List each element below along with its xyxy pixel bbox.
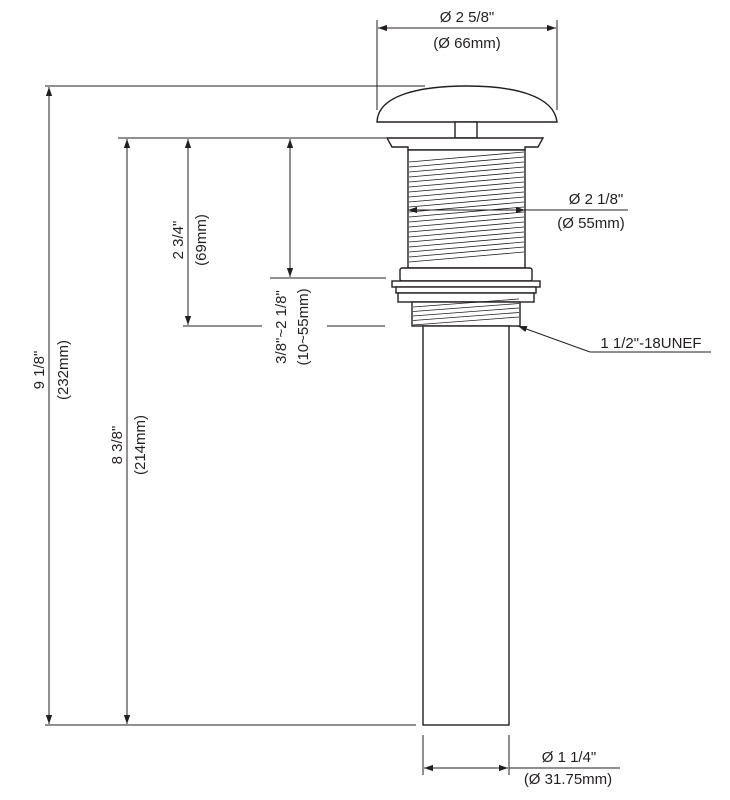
- body-diameter-imperial: Ø 2 1/8": [569, 191, 624, 208]
- thread-line: [408, 161, 525, 173]
- tail-pipe: [422, 325, 510, 726]
- pipe-diameter-imperial: Ø 1 1/4": [542, 749, 597, 766]
- washer-top: [391, 280, 541, 288]
- thread-line: [408, 196, 525, 208]
- body-threads: [408, 151, 525, 263]
- thread-line: [408, 246, 525, 258]
- thread-line: [408, 156, 525, 168]
- total-height-metric: (232mm): [55, 340, 72, 400]
- thread-line: [408, 171, 525, 183]
- thread-spec-label: 1 1/2"-18UNEF: [600, 335, 701, 352]
- washer-middle: [395, 286, 537, 294]
- cap-stem: [454, 121, 478, 139]
- body-flange: [385, 137, 545, 151]
- drain-cap: [376, 85, 558, 123]
- thread-line: [408, 251, 525, 263]
- thread-line: [408, 231, 525, 243]
- body-diameter-metric: (Ø 55mm): [557, 215, 625, 232]
- thread-line: [408, 221, 525, 233]
- lower-threads: [412, 298, 520, 326]
- cap-diameter-metric: (Ø 66mm): [433, 35, 501, 52]
- thread-line: [408, 181, 525, 193]
- thread-line: [408, 241, 525, 253]
- body-height-metric: (69mm): [193, 214, 210, 266]
- thread-line: [412, 303, 520, 312]
- thread-line: [408, 151, 525, 163]
- cap-diameter-imperial: Ø 2 5/8": [440, 9, 495, 26]
- sink-thickness-metric: (10~55mm): [295, 288, 312, 365]
- thread-line: [412, 316, 520, 326]
- body-height-imperial: 2 3/4": [170, 221, 187, 260]
- thread-line: [408, 186, 525, 198]
- thread-line: [412, 312, 520, 321]
- thread-line: [408, 211, 525, 223]
- lock-nut: [399, 267, 533, 282]
- thread-line: [408, 191, 525, 203]
- thread-line: [408, 236, 525, 248]
- below-flange-height-metric: (214mm): [132, 415, 149, 475]
- thread-line: [408, 216, 525, 228]
- sink-thickness-imperial: 3/8"~2 1/8": [273, 290, 290, 364]
- pipe-diameter-metric: (Ø 31.75mm): [524, 771, 612, 788]
- thread-line: [412, 307, 520, 317]
- thread-line: [412, 298, 520, 308]
- thread-line: [408, 166, 525, 178]
- dimension-labels: Ø 2 5/8" (Ø 66mm) Ø 2 1/8" (Ø 55mm) 1 1/…: [31, 9, 702, 788]
- total-height-imperial: 9 1/8": [31, 351, 48, 390]
- thread-line: [408, 176, 525, 188]
- thread-line: [408, 226, 525, 238]
- dimension-lines: [45, 20, 711, 775]
- below-flange-height-imperial: 8 3/8": [109, 426, 126, 465]
- washer-bottom: [397, 292, 535, 303]
- drain-assembly: [376, 85, 558, 726]
